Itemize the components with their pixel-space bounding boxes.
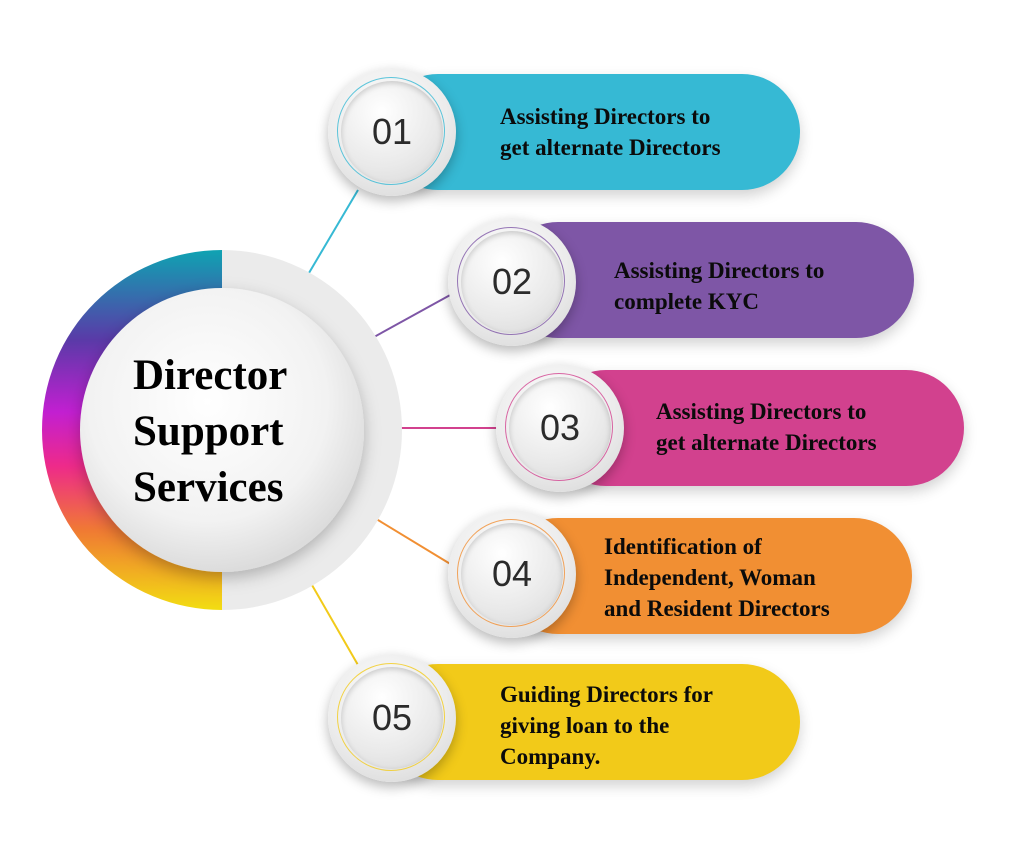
step-01-text: Assisting Directors to get alternate Dir… — [500, 101, 721, 163]
step-03-badge: 03 — [496, 364, 624, 492]
step-05-line-3: Company. — [500, 744, 601, 769]
step-03-badge-ring — [505, 373, 613, 481]
step-02-badge: 02 — [448, 218, 576, 346]
step-03-number: 03 — [539, 407, 581, 448]
hub-ring-gradient — [42, 250, 222, 610]
step-02-line-2: complete KYC — [614, 289, 759, 314]
hub-title-line-1: Director — [133, 352, 288, 399]
step-03-text: Assisting Directors to get alternate Dir… — [656, 396, 877, 458]
hub-circle — [80, 288, 364, 572]
step-02-text: Assisting Directors to complete KYC — [614, 255, 824, 317]
step-04-badge: 04 — [448, 510, 576, 638]
step-03-line-2: get alternate Directors — [656, 430, 877, 455]
step-04-text: Identification of Independent, Woman and… — [604, 531, 830, 624]
step-01-badge-ring — [337, 77, 445, 185]
hub-title: Director Support Services — [96, 348, 336, 516]
step-05-text: Guiding Directors for giving loan to the… — [500, 679, 713, 772]
step-02-badge-ring — [457, 227, 565, 335]
step-04-number: 04 — [491, 553, 533, 594]
step-05-badge-ring — [337, 663, 445, 771]
step-01-line-2: get alternate Directors — [500, 135, 721, 160]
step-03-line-1: Assisting Directors to — [656, 399, 867, 424]
step-04-badge-ring — [457, 519, 565, 627]
step-01-number: 01 — [371, 111, 413, 152]
step-04-line-1: Identification of — [604, 534, 762, 559]
step-01-badge: 01 — [328, 68, 456, 196]
hub-title-line-2: Support — [133, 408, 284, 455]
hub-title-line-3: Services — [133, 464, 284, 511]
step-02-line-1: Assisting Directors to — [614, 258, 825, 283]
step-05-badge: 05 — [328, 654, 456, 782]
hub-ring-gray — [222, 250, 402, 610]
step-05-line-2: giving loan to the — [500, 713, 670, 738]
step-04-line-3: and Resident Directors — [604, 596, 830, 621]
step-04-line-2: Independent, Woman — [604, 565, 816, 590]
step-05-line-1: Guiding Directors for — [500, 682, 713, 707]
step-02-number: 02 — [491, 261, 533, 302]
step-01-line-1: Assisting Directors to — [500, 104, 711, 129]
step-05-number: 05 — [371, 697, 413, 738]
